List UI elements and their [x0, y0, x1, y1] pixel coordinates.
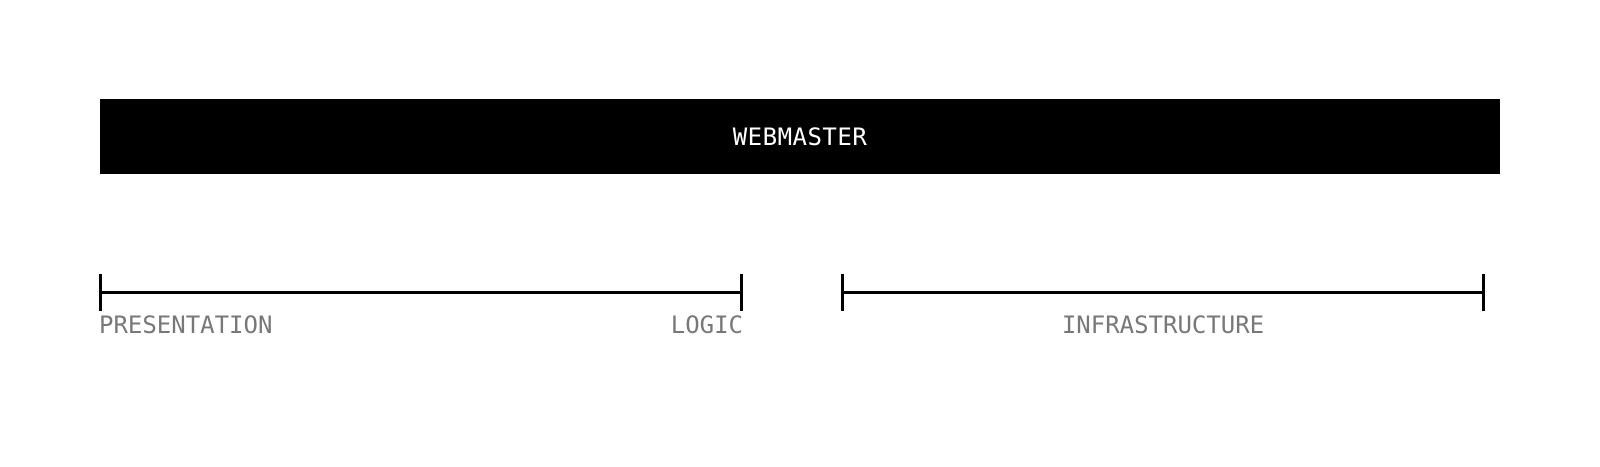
webmaster-bar-label: WEBMASTER	[732, 122, 868, 151]
range-labels: PRESENTATION LOGIC	[99, 313, 743, 337]
range-bracket	[99, 274, 743, 311]
webmaster-bar: WEBMASTER	[100, 99, 1500, 174]
range-label-logic: LOGIC	[670, 311, 743, 339]
range-infrastructure: INFRASTRUCTURE	[841, 274, 1485, 337]
range-bracket	[841, 274, 1485, 311]
range-label-infrastructure: INFRASTRUCTURE	[1061, 311, 1265, 339]
range-labels: INFRASTRUCTURE	[841, 313, 1485, 337]
range-presentation-logic: PRESENTATION LOGIC	[99, 274, 743, 337]
range-bracket-line	[844, 291, 1482, 294]
range-bracket-line	[102, 291, 740, 294]
range-label-presentation: PRESENTATION	[99, 311, 273, 339]
